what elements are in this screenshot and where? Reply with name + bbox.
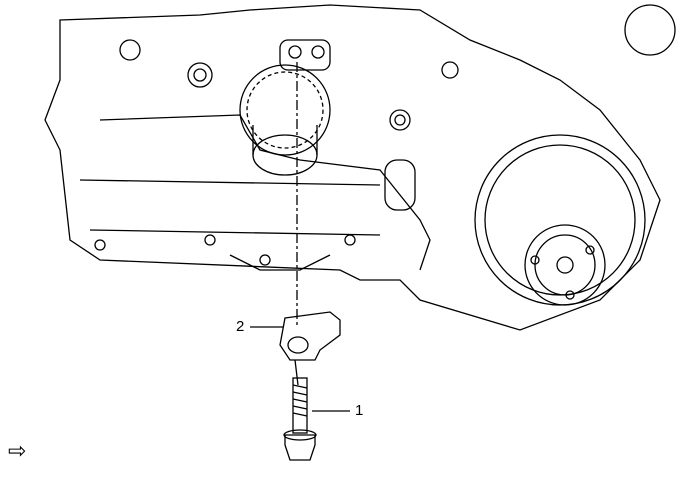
callout-1: 1	[355, 402, 364, 419]
callout-2: 2	[236, 318, 245, 335]
engine-block	[44, 4, 661, 331]
bracket-part	[279, 311, 341, 386]
view-arrow-icon: ⇨	[8, 438, 27, 463]
pulley	[474, 134, 646, 306]
gear-top-right	[624, 4, 676, 56]
bolt-part	[283, 377, 317, 461]
timing-sprocket	[239, 39, 331, 176]
